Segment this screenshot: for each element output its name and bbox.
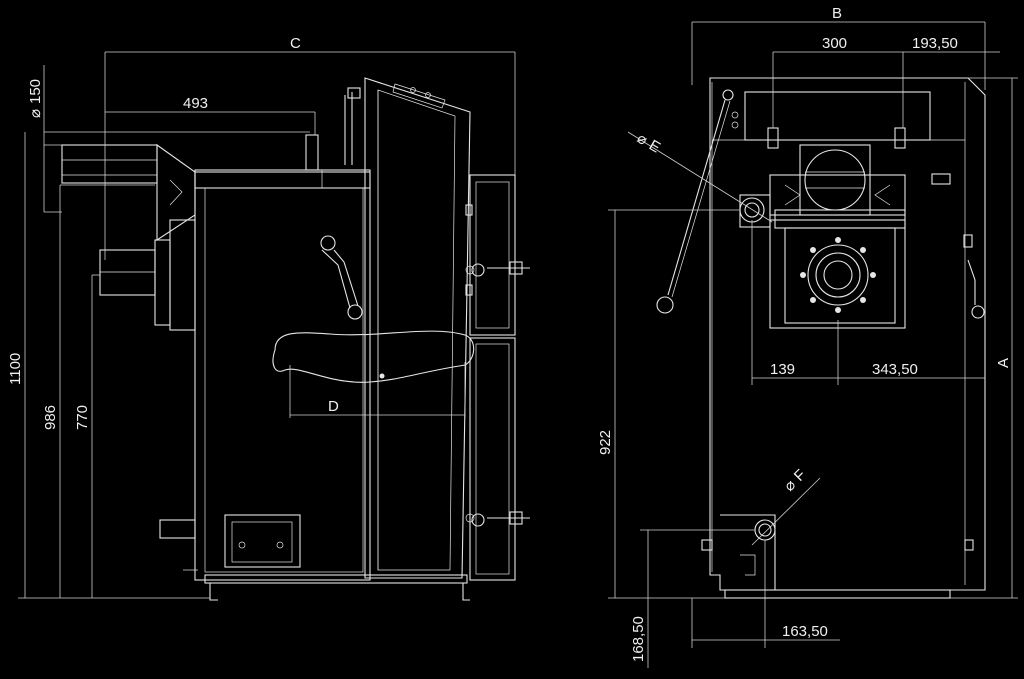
side-top-cover — [194, 169, 371, 189]
dim-300: 300 — [822, 35, 847, 52]
front-chain-lever — [656, 89, 739, 314]
dim-1100: 1100 — [7, 353, 24, 385]
dim-diameter-150-symbol: ⌀ — [27, 109, 44, 118]
front-burner-flange — [769, 219, 906, 329]
dim-a: A — [995, 358, 1012, 368]
dim-986: 986 — [42, 405, 59, 430]
side-blower-fan — [99, 219, 196, 331]
dim-163-50: 163,50 — [782, 623, 828, 640]
front-view: B 300 193,50 ⌀ E 139 343,50 A 922 ⌀ F 16… — [597, 5, 1018, 668]
side-door-handle-lower — [465, 511, 530, 527]
side-main-body — [194, 171, 371, 581]
dim-493: 493 — [183, 95, 208, 112]
side-dimension-lines — [18, 51, 516, 599]
dim-139: 139 — [770, 361, 795, 378]
side-section-cutout — [272, 330, 475, 383]
dim-922: 922 — [597, 430, 614, 455]
front-base — [724, 589, 951, 599]
dim-193-50: 193,50 — [912, 35, 958, 52]
dim-diameter-e-symbol: ⌀ — [634, 130, 650, 149]
dim-b: B — [832, 5, 842, 22]
dim-diameter-150: 150 — [27, 79, 44, 104]
side-front-door-upper — [469, 174, 516, 336]
front-main-body — [709, 77, 986, 591]
dim-diameter-f: F — [791, 466, 810, 485]
side-view: C 493 ⌀ 150 1100 986 770 D — [7, 35, 530, 601]
front-dimension-lines — [608, 21, 1018, 668]
front-connection-f — [720, 514, 776, 590]
side-ash-door — [224, 514, 301, 568]
side-flue-pipe — [61, 143, 196, 242]
dim-770: 770 — [74, 405, 91, 430]
front-top-plate — [744, 91, 931, 141]
dim-343-50: 343,50 — [872, 361, 918, 378]
side-front-door-lower — [469, 337, 516, 581]
dim-c: C — [290, 35, 301, 52]
dim-168-50: 168,50 — [630, 616, 647, 662]
side-door-handle-upper — [465, 261, 530, 277]
dim-d: D — [328, 398, 339, 415]
dim-diameter-e: E — [646, 137, 663, 157]
front-flue-outlet — [799, 144, 871, 216]
side-shaker-lever — [320, 235, 363, 320]
side-base — [204, 574, 468, 584]
front-side-handle — [931, 173, 985, 319]
